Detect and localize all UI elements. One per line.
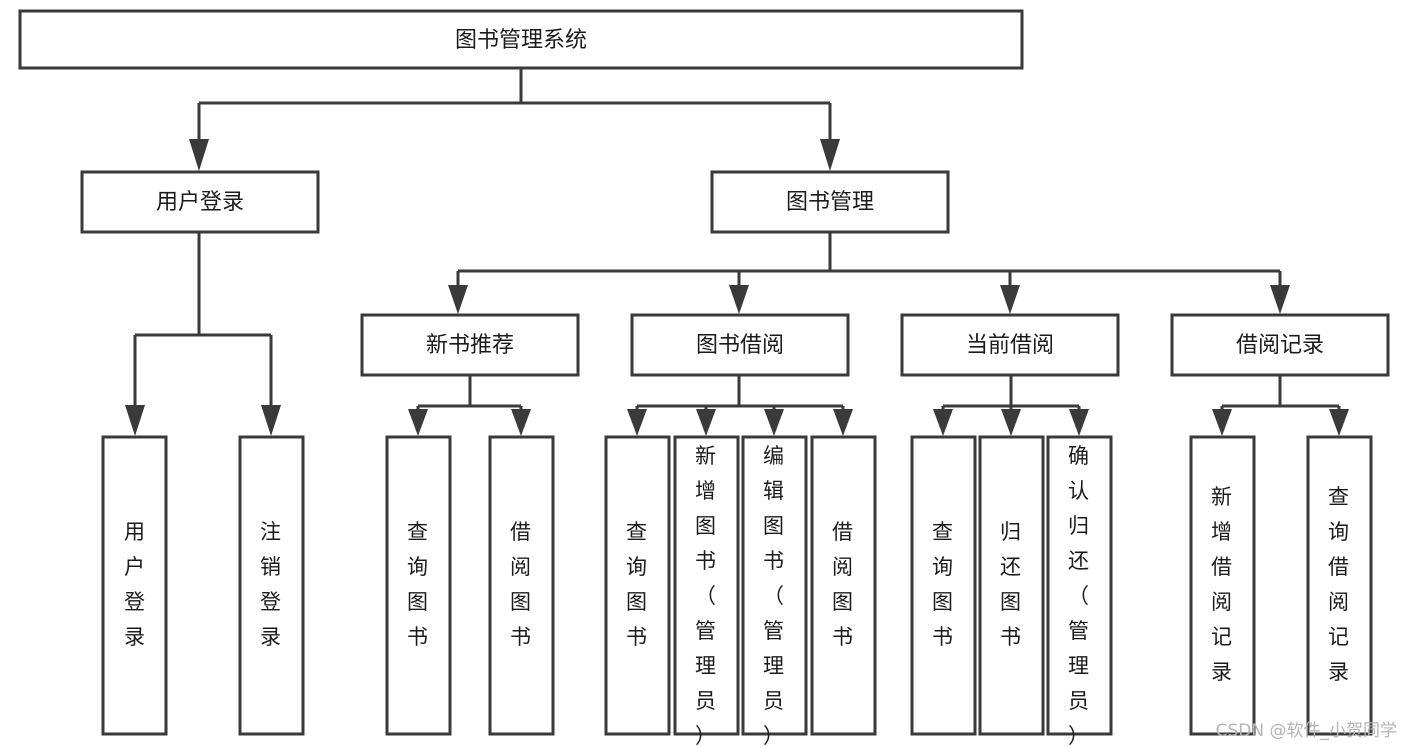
node-leaf-user-logout-label: 注销登录 xyxy=(260,520,282,649)
node-leaf-query-book-1-label: 查询图书 xyxy=(407,520,429,649)
arrowhead-book-management xyxy=(820,139,840,171)
node-leaf-query-book-3[interactable]: 查询图书 xyxy=(910,435,977,736)
node-leaf-borrow-book-1[interactable]: 借阅图书 xyxy=(488,435,555,736)
node-leaf-add-book-label: 新增图书（管理员） xyxy=(695,444,717,747)
node-current-borrow-box[interactable] xyxy=(900,313,1120,377)
node-book-management[interactable]: 图书管理 xyxy=(710,170,950,234)
arrowhead-leaf-user-logout xyxy=(261,405,281,436)
node-leaf-edit-book-box[interactable] xyxy=(741,435,808,736)
node-leaf-user-login-label: 用户登录 xyxy=(124,520,146,649)
node-leaf-return-book-label: 归还图书 xyxy=(1000,520,1022,649)
node-leaf-user-logout-box[interactable] xyxy=(238,435,305,736)
node-leaf-user-login-box[interactable] xyxy=(101,435,168,736)
node-leaf-borrow-book-2[interactable]: 借阅图书 xyxy=(810,435,877,736)
node-borrow-record[interactable]: 借阅记录 xyxy=(1170,313,1390,377)
arrowhead-leaf-borrow-book-2 xyxy=(833,409,853,436)
node-root-label: 图书管理系统 xyxy=(455,28,587,53)
arrowhead-leaf-confirm-return xyxy=(1069,409,1089,436)
node-new-book-recommend[interactable]: 新书推荐 xyxy=(360,313,580,377)
node-leaf-borrow-book-1-label: 借阅图书 xyxy=(510,520,532,649)
csdn-watermark: CSDN @软件_小贺同学 xyxy=(1215,721,1397,741)
node-book-borrow-label: 图书借阅 xyxy=(696,333,784,358)
node-book-borrow[interactable]: 图书借阅 xyxy=(630,313,850,377)
arrowhead-leaf-query-book-2 xyxy=(627,409,647,436)
node-leaf-add-record-box[interactable] xyxy=(1189,435,1256,736)
arrowhead-leaf-query-book-1 xyxy=(408,409,428,436)
arrowhead-new-book-recommend xyxy=(448,285,468,314)
node-book-management-label: 图书管理 xyxy=(786,190,874,215)
arrowhead-leaf-borrow-book-1 xyxy=(511,409,531,436)
node-leaf-borrow-book-2-box[interactable] xyxy=(810,435,877,736)
node-leaf-query-record[interactable]: 查询借阅记录 xyxy=(1306,435,1373,736)
node-leaf-edit-book[interactable]: 编辑图书（管理员） xyxy=(741,435,808,747)
arrowhead-leaf-query-record xyxy=(1329,409,1349,436)
node-leaf-query-record-box[interactable] xyxy=(1306,435,1373,736)
node-leaf-edit-book-label: 编辑图书（管理员） xyxy=(763,444,785,747)
node-leaf-query-book-2-box[interactable] xyxy=(604,435,671,736)
node-current-borrow-label: 当前借阅 xyxy=(966,333,1054,358)
node-new-book-recommend-label: 新书推荐 xyxy=(426,333,514,358)
node-leaf-borrow-book-2-label: 借阅图书 xyxy=(832,520,854,649)
node-borrow-record-label: 借阅记录 xyxy=(1236,333,1324,358)
node-leaf-query-book-2[interactable]: 查询图书 xyxy=(604,435,671,736)
node-leaf-query-book-1-box[interactable] xyxy=(385,435,452,736)
node-book-management-box[interactable] xyxy=(710,170,950,234)
connectors-group xyxy=(125,68,1349,436)
arrowhead-leaf-edit-book xyxy=(764,409,784,436)
arrowhead-user-login xyxy=(189,139,209,171)
node-user-login-box[interactable] xyxy=(80,170,320,234)
node-leaf-confirm-return[interactable]: 确认归还（管理员） xyxy=(1046,435,1113,747)
node-leaf-add-book[interactable]: 新增图书（管理员） xyxy=(673,435,740,747)
node-user-login-label: 用户登录 xyxy=(156,190,244,215)
node-leaf-borrow-book-1-box[interactable] xyxy=(488,435,555,736)
arrowhead-book-borrow xyxy=(729,285,749,314)
arrowhead-leaf-add-record xyxy=(1212,409,1232,436)
node-user-login[interactable]: 用户登录 xyxy=(80,170,320,234)
arrowhead-current-borrow xyxy=(1000,285,1020,314)
arrowhead-leaf-add-book xyxy=(696,409,716,436)
node-current-borrow[interactable]: 当前借阅 xyxy=(900,313,1120,377)
node-leaf-query-book-3-box[interactable] xyxy=(910,435,977,736)
arrowhead-leaf-query-book-3 xyxy=(933,409,953,436)
node-leaf-query-book-1[interactable]: 查询图书 xyxy=(385,435,452,736)
node-book-borrow-box[interactable] xyxy=(630,313,850,377)
arrowhead-leaf-user-login xyxy=(125,405,145,436)
node-leaf-confirm-return-box[interactable] xyxy=(1046,435,1113,736)
node-leaf-user-logout[interactable]: 注销登录 xyxy=(238,435,305,736)
node-leaf-user-login[interactable]: 用户登录 xyxy=(101,435,168,736)
node-root[interactable]: 图书管理系统 xyxy=(18,9,1024,70)
node-root-box[interactable] xyxy=(18,9,1024,70)
node-leaf-confirm-return-label: 确认归还（管理员） xyxy=(1068,444,1090,747)
node-borrow-record-box[interactable] xyxy=(1170,313,1390,377)
node-leaf-add-book-box[interactable] xyxy=(673,435,740,736)
node-leaf-return-book-box[interactable] xyxy=(978,435,1045,736)
node-leaf-query-record-label: 查询借阅记录 xyxy=(1328,485,1350,684)
node-leaf-add-record-label: 新增借阅记录 xyxy=(1211,485,1233,684)
arrowhead-leaf-return-book xyxy=(1001,409,1021,436)
arrowhead-borrow-record xyxy=(1270,285,1290,314)
node-leaf-return-book[interactable]: 归还图书 xyxy=(978,435,1045,736)
node-new-book-recommend-box[interactable] xyxy=(360,313,580,377)
node-leaf-query-book-3-label: 查询图书 xyxy=(932,520,954,649)
node-leaf-add-record[interactable]: 新增借阅记录 xyxy=(1189,435,1256,736)
node-leaf-query-book-2-label: 查询图书 xyxy=(626,520,648,649)
